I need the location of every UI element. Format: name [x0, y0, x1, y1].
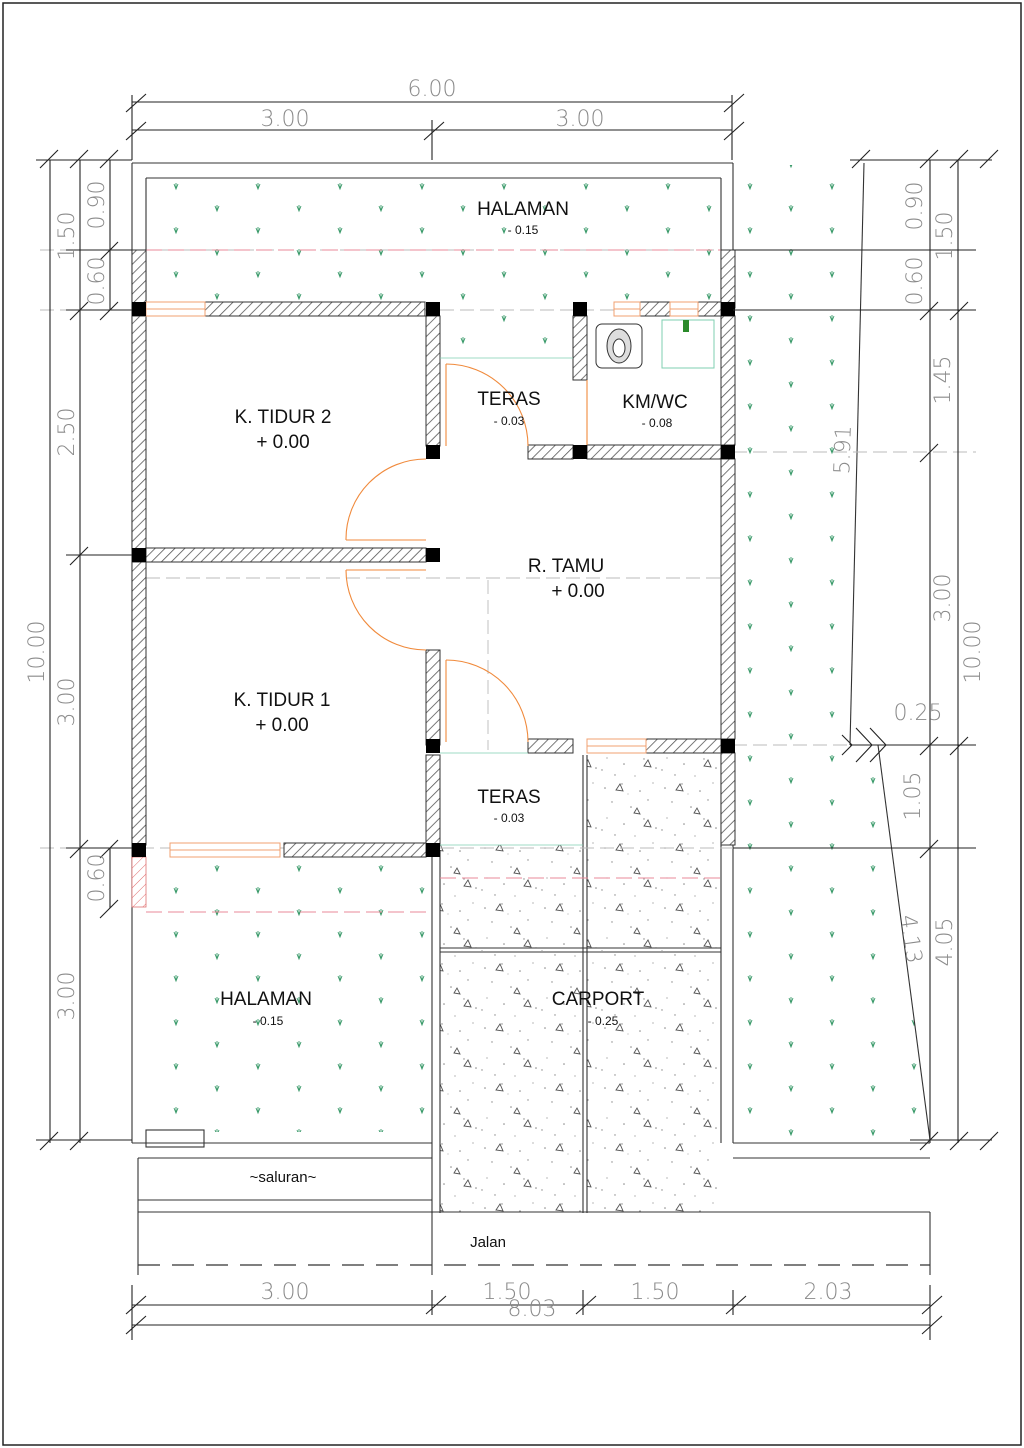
property-lines [131, 162, 931, 1275]
room-label-km-wc: KM/WC [622, 392, 687, 413]
front-teras-concrete [440, 845, 583, 948]
dim-right-4-05: 4.05 [933, 918, 958, 967]
room-label-carport: CARPORT [552, 989, 645, 1010]
dim-right-0-90: 0.90 [903, 182, 928, 231]
dim-left-1-50: 1.50 [55, 212, 80, 261]
carport-left-concrete [440, 950, 583, 1213]
dim-right-total: 10.00 [961, 621, 986, 684]
room-label-k-tidur-1: K. TIDUR 1 [234, 690, 331, 711]
room-label-teras-front: TERAS [477, 787, 540, 808]
dim-left-0-60-a: 0.60 [85, 257, 110, 306]
dimension-lines [36, 93, 999, 1340]
elev-k-tidur-1: + 0.00 [255, 715, 308, 736]
elev-carport: - 0.25 [588, 1014, 619, 1028]
room-label-k-tidur-2: K. TIDUR 2 [235, 407, 332, 428]
dim-left-0-60-b: 0.60 [85, 854, 110, 903]
dim-left-total: 10.00 [25, 621, 50, 684]
dim-diagonal-5-91: 5.91 [830, 425, 857, 475]
doors [345, 363, 588, 743]
room-label-halaman-front: HALAMAN [220, 989, 312, 1010]
dim-top-left: 3.00 [261, 107, 310, 132]
dim-bottom-2-03: 2.03 [804, 1280, 853, 1305]
columns [132, 302, 735, 857]
dim-right-1-45: 1.45 [931, 356, 956, 405]
dim-bottom-total-label: 8.03 [508, 1297, 557, 1322]
center-lines [146, 249, 721, 913]
squat-toilet-icon [595, 323, 643, 369]
room-label-teras-back: TERAS [477, 389, 540, 410]
dim-left-0-90: 0.90 [85, 181, 110, 230]
dim-right-1-05: 1.05 [901, 772, 926, 821]
dim-top-right: 3.00 [556, 107, 605, 132]
elev-teras-back: - 0.03 [494, 414, 525, 428]
room-label-halaman-back: HALAMAN [477, 199, 569, 220]
elev-r-tamu: + 0.00 [551, 581, 604, 602]
room-label-r-tamu: R. TAMU [528, 556, 604, 577]
carport-upper-concrete [587, 755, 721, 948]
dim-right-3-00: 3.00 [931, 574, 956, 623]
water-tank-icon [661, 319, 715, 369]
side-yard-lower [733, 745, 930, 1140]
front-yard-area [146, 858, 426, 1132]
dim-bottom-1-50-b: 1.50 [631, 1280, 680, 1305]
elev-km-wc: - 0.08 [642, 416, 673, 430]
front-wall-partial [131, 856, 147, 908]
elev-halaman-back: - 0.15 [508, 223, 539, 237]
dim-right-0-25: 0.25 [894, 701, 943, 726]
carport-right-concrete [587, 950, 721, 1213]
elev-teras-front: - 0.03 [494, 811, 525, 825]
dim-right-1-50: 1.50 [933, 212, 958, 261]
windows [145, 301, 699, 858]
back-teras-grass [434, 306, 574, 358]
back-yard-area [146, 178, 721, 306]
threshold-lines [440, 357, 583, 846]
dim-right-0-60: 0.60 [903, 257, 928, 306]
saluran-label: ~saluran~ [250, 1169, 317, 1186]
elev-k-tidur-2: + 0.00 [256, 432, 309, 453]
dim-top-total: 6.00 [408, 77, 457, 102]
dim-left-3-00-a: 3.00 [55, 678, 80, 727]
dim-left-3-00-b: 3.00 [55, 972, 80, 1021]
dim-bottom-3-00: 3.00 [261, 1280, 310, 1305]
dim-left-2-50: 2.50 [55, 408, 80, 457]
jalan-label: Jalan [470, 1234, 506, 1251]
elev-halaman-front: - 0.15 [253, 1014, 284, 1028]
dim-bottom-1-50-a: 1.50 [483, 1280, 532, 1305]
